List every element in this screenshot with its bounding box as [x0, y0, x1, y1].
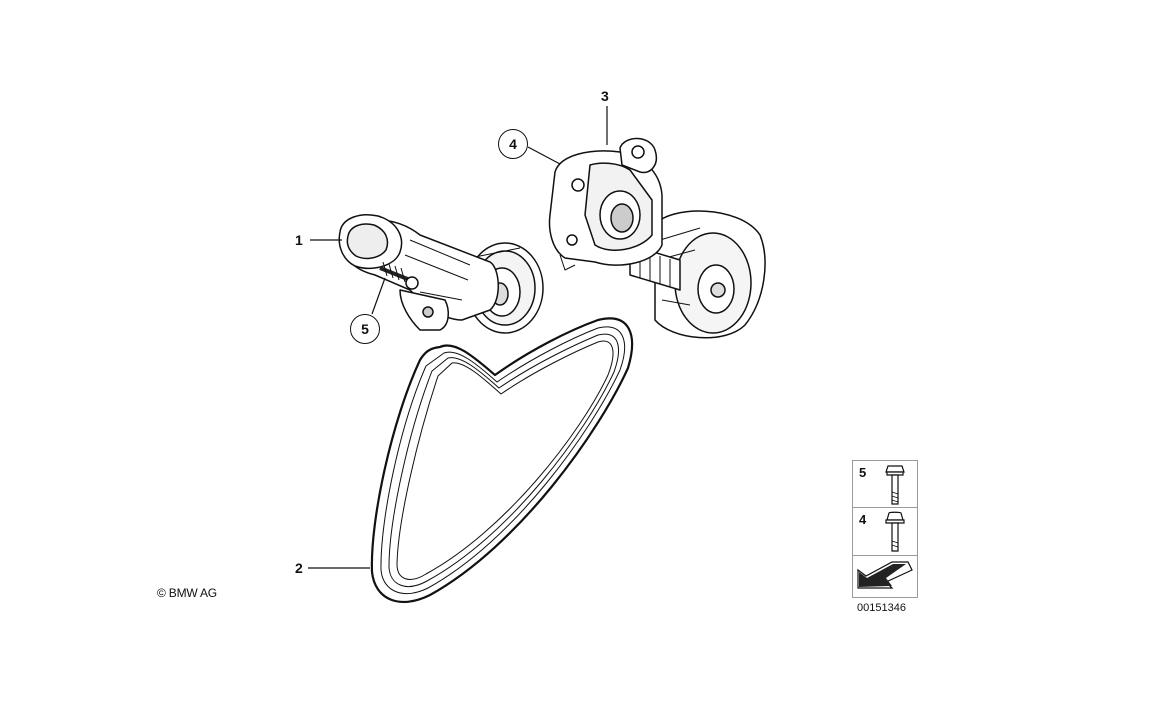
- tensioner-assembly: [548, 137, 766, 339]
- leader-lines: [308, 106, 608, 569]
- legend-row-5: 5: [853, 461, 917, 508]
- callout-5: 5: [350, 314, 380, 344]
- copyright-notice: © BMW AG: [157, 586, 217, 600]
- arrow-icon[interactable]: [856, 560, 914, 592]
- hex-flange-bolt-icon: [885, 511, 905, 552]
- callout-4: 4: [498, 129, 528, 159]
- callout-1: 1: [295, 232, 303, 248]
- legend-number: 4: [859, 512, 867, 527]
- drive-belt: [370, 317, 634, 604]
- diagram-number: 00151346: [857, 602, 906, 614]
- legend-nav-cell[interactable]: [853, 556, 917, 597]
- hardware-legend: 5 4: [852, 460, 918, 598]
- leader-5: [371, 277, 386, 315]
- legend-row-4: 4: [853, 508, 917, 556]
- legend-number: 5: [859, 465, 867, 480]
- hex-flange-bolt-icon: [885, 465, 905, 505]
- leader-4: [527, 146, 561, 165]
- callout-2: 2: [295, 560, 303, 576]
- belt-tensioner: [338, 214, 544, 334]
- callout-3: 3: [601, 88, 609, 104]
